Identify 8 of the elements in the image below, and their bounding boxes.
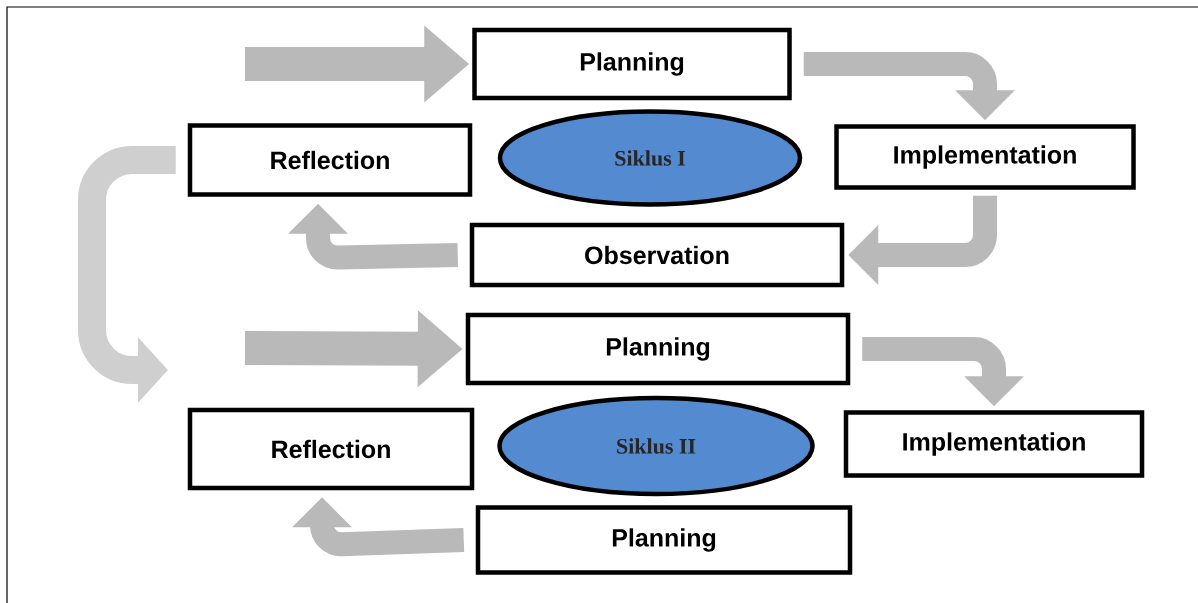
process-box: Reflection [187,407,475,491]
process-box: Planning [475,505,853,575]
process-box: Reflection [187,123,473,197]
process-box: Implementation [843,410,1145,478]
process-box: Observation [469,222,845,288]
process-box: Planning [472,27,792,101]
process-box: Implementation [834,124,1136,190]
process-box: Planning [465,312,851,386]
